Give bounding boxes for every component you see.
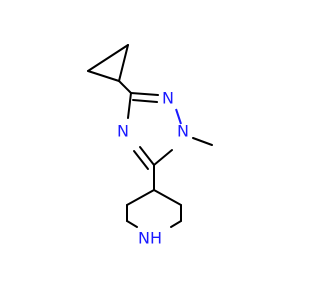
atom-n1-label: N — [177, 122, 189, 141]
piperidine-bond — [126, 220, 138, 228]
cyclopropyl-triazole-bond — [118, 80, 132, 94]
piperidine-bond — [126, 189, 155, 206]
triazole-bond-n2-n1 — [175, 108, 182, 125]
triazole-bond-c5-n4 — [139, 146, 155, 166]
triazole-bond-n4-c3 — [127, 92, 132, 119]
cyclopropyl-bond — [118, 44, 129, 82]
cyclopropyl-bond — [87, 70, 120, 82]
triazole-bond-c5-n4-double — [133, 150, 149, 170]
methyl-bond — [192, 137, 213, 146]
triazole-bond-c3-n2 — [130, 92, 159, 96]
atom-n2-label: N — [162, 89, 174, 108]
cyclopropyl-bond — [87, 44, 129, 72]
triazole-bond-n1-c5 — [153, 149, 173, 166]
atom-nh-label: NH — [138, 229, 162, 248]
triazole-bond-c3-n2-double — [132, 99, 158, 103]
molecule-diagram: N N N NH — [87, 44, 213, 248]
piperidine-bond — [170, 220, 182, 228]
piperidine-bond — [153, 189, 182, 206]
atom-n4-label: N — [117, 122, 129, 141]
